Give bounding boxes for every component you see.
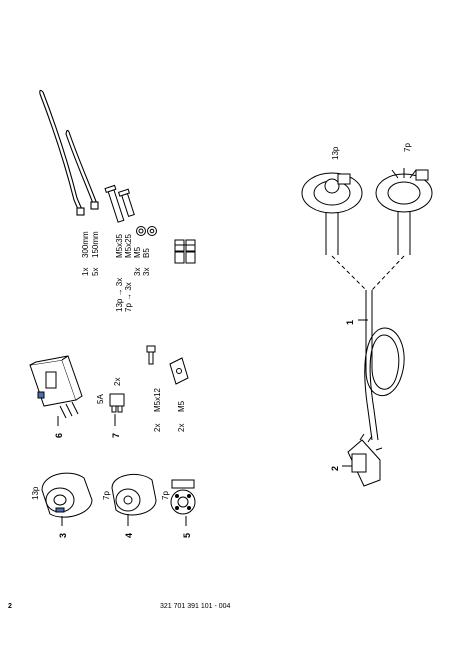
cable-tie-short — [65, 133, 95, 207]
row-7p-qty: 7p → 3x — [124, 282, 133, 312]
screw-m5x25 — [117, 188, 135, 218]
plug-7p — [375, 168, 433, 255]
qty-1x: 1x — [81, 268, 90, 276]
insert-7p — [170, 479, 196, 515]
fuse-qty: 2x — [113, 378, 122, 386]
part-number-5: 5 — [182, 533, 192, 538]
part-number-2: 2 — [330, 466, 340, 471]
insert-7p-label: 7p — [161, 491, 170, 500]
bolt-size: M5x12 — [153, 387, 162, 412]
parts-list: 1x 5x 300mm 150mm 13p → 3x 7p → 3x 3x 3x… — [81, 231, 151, 312]
part-number-6: 6 — [54, 433, 64, 438]
size-m5x35: M5x35 — [115, 233, 124, 258]
socket-7p-label: 7p — [102, 491, 111, 500]
socket-13p-label: 13p — [31, 486, 40, 500]
vehicle-connector — [347, 433, 383, 487]
size-m5: M5 — [133, 246, 142, 258]
plug-13p-label: 13p — [331, 146, 340, 160]
screw-m5x35 — [104, 184, 125, 223]
plug-7p-label: 7p — [403, 143, 412, 152]
size-150mm: 150mm — [91, 231, 100, 258]
fuse-rating: 5A — [96, 394, 105, 404]
size-m5x25: M5x25 — [124, 233, 133, 258]
wiring-harness — [301, 168, 433, 441]
cable-tie-long — [39, 93, 81, 215]
screws-and-washers — [104, 184, 157, 236]
socket-7p — [111, 473, 157, 516]
plug-13p — [301, 172, 363, 255]
part-number-4: 4 — [124, 533, 134, 538]
nut-qty: 2x — [177, 424, 186, 432]
cable-ties — [39, 89, 99, 216]
size-300mm: 300mm — [81, 231, 90, 258]
document-number: 321 701 391 101 - 004 — [160, 603, 231, 610]
nut-m5-clip — [169, 357, 189, 385]
row-m5-qty: 3x — [133, 268, 142, 276]
bolt-m5x12 — [146, 345, 156, 365]
fuse — [109, 393, 125, 413]
nut-size: M5 — [177, 400, 186, 412]
part-number-3: 3 — [58, 533, 68, 538]
socket-13p — [41, 472, 93, 518]
dashed-junction — [331, 255, 405, 291]
bolt-qty: 2x — [153, 424, 162, 432]
connector-clips — [174, 239, 196, 264]
page-number: 2 — [8, 603, 12, 610]
main-cable — [364, 290, 405, 441]
row-13p-qty: 13p → 3x — [115, 278, 124, 312]
module-box — [29, 355, 83, 419]
size-b5: B5 — [142, 248, 151, 258]
part-number-1: 1 — [345, 320, 355, 325]
qty-5x: 5x — [91, 268, 100, 276]
part-number-7: 7 — [111, 433, 121, 438]
row-b5-qty: 3x — [142, 268, 151, 276]
